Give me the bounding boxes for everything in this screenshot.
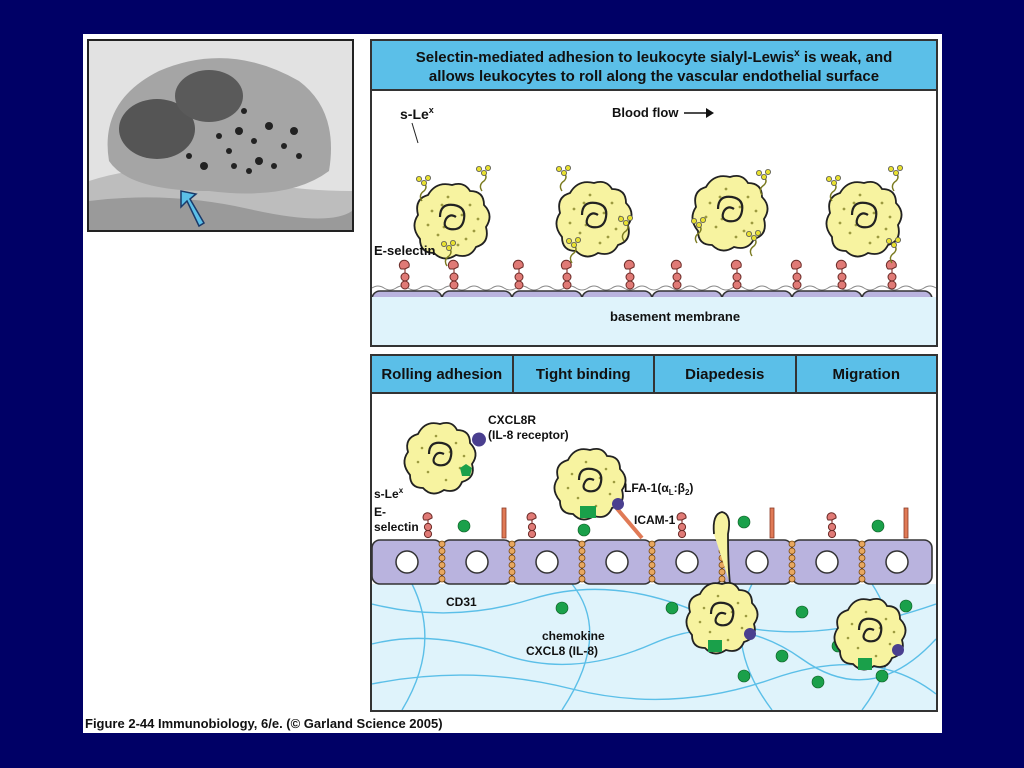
title-superscript: x xyxy=(794,48,800,59)
stage-migration: Migration xyxy=(832,365,901,383)
label-cd31: CD31 xyxy=(446,595,477,609)
label-e-selectin: E-selectin xyxy=(374,243,435,258)
e-selectin-molecules xyxy=(398,259,897,290)
figure-caption: Figure 2-44 Immunobiology, 6/e. (© Garla… xyxy=(85,716,443,731)
stage-diapedesis: Diapedesis xyxy=(655,356,797,392)
rolling-leukocyte xyxy=(403,421,486,495)
arrow-icon xyxy=(180,190,206,228)
leukocyte-3 xyxy=(690,168,772,257)
extravasation-panel: Rolling adhesion Tight binding Diapedesi… xyxy=(370,354,938,712)
tight-binding-leukocyte xyxy=(553,447,627,521)
label-blood-flow: Blood flow xyxy=(612,105,679,120)
migrating-leukocyte xyxy=(833,597,907,671)
title-line-1: Selectin-mediated adhesion to leukocyte … xyxy=(415,49,795,66)
label-lfa1: LFA-1(αL:β2) xyxy=(624,481,693,497)
basement-membrane-region: basement membrane xyxy=(372,297,936,345)
label-icam1: ICAM-1 xyxy=(634,513,676,527)
stage-header: Rolling adhesion Tight binding Diapedesi… xyxy=(372,356,936,394)
label-cxcl8: CXCL8 (IL-8) xyxy=(526,644,598,658)
label-il8-receptor: (IL-8 receptor) xyxy=(488,428,569,442)
title-line-1-end: is weak, and xyxy=(799,49,893,66)
leukocyte-2 xyxy=(555,164,634,264)
label-slex: s-Lex xyxy=(400,105,434,122)
stage-rolling-adhesion: Rolling adhesion xyxy=(372,356,514,392)
stage-tight-binding: Tight binding xyxy=(514,356,655,392)
rolling-panel: Selectin-mediated adhesion to leukocyte … xyxy=(370,39,938,347)
label-e: E- xyxy=(374,505,386,519)
label-cxcl8r: CXCL8R xyxy=(488,413,536,427)
label-slex-2: s-Lex xyxy=(374,486,404,501)
diapedesis-leukocyte xyxy=(685,511,759,655)
leukocyte-4 xyxy=(825,164,904,264)
basement-membrane-label: basement membrane xyxy=(610,309,741,324)
extravasation-diagram: CXCL8R (IL-8 receptor) s-Lex E- selectin… xyxy=(372,413,936,710)
rolling-panel-title: Selectin-mediated adhesion to leukocyte … xyxy=(372,41,936,91)
micrograph-image xyxy=(89,41,352,230)
label-selectin: selectin xyxy=(374,520,419,534)
electron-micrograph xyxy=(87,39,354,232)
label-chemokine: chemokine xyxy=(542,629,605,643)
title-line-2: allows leukocytes to roll along the vasc… xyxy=(428,68,880,85)
slide: Selectin-mediated adhesion to leukocyte … xyxy=(83,34,942,733)
blood-flow-arrow-icon xyxy=(684,108,714,118)
